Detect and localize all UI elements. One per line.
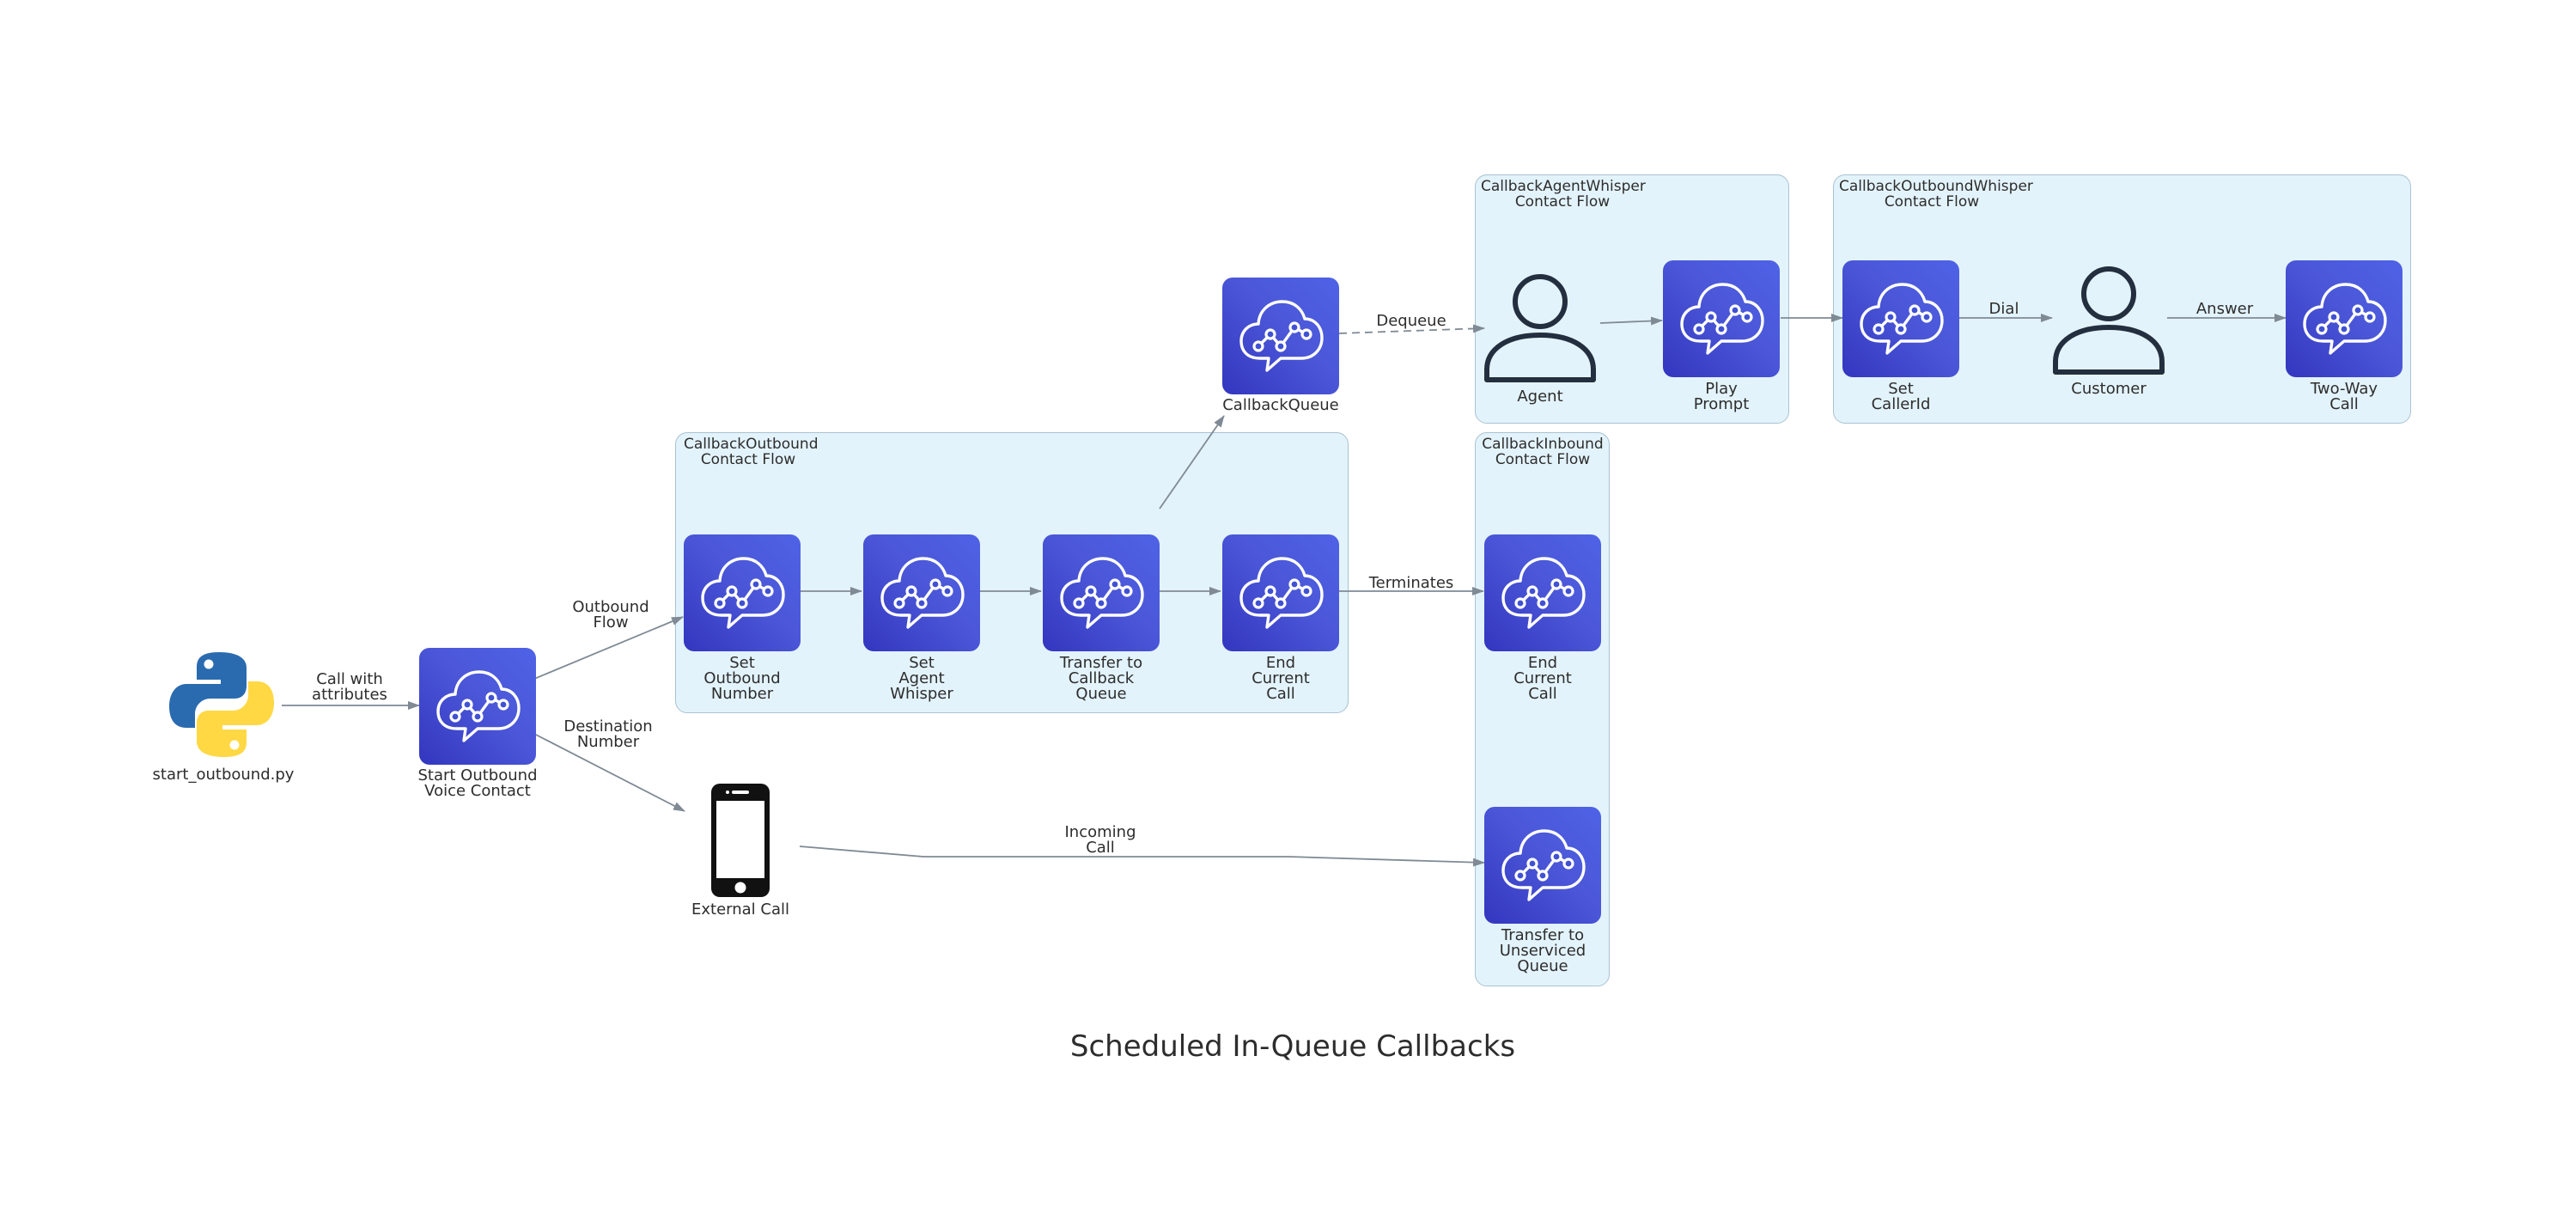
node-label-set-agent-whisper: Set Agent Whisper	[890, 654, 953, 703]
phone-icon	[709, 782, 771, 899]
node-label-two-way-call: Two-Way Call	[2310, 380, 2378, 413]
connect-icon	[1842, 260, 1959, 377]
connect-icon	[1663, 260, 1780, 377]
edge-label-terminates: Terminates	[1368, 574, 1454, 592]
edge-start-to-external-call	[533, 733, 685, 812]
connect-icon	[1043, 534, 1160, 651]
edge-label-incoming-call: Incoming Call	[1064, 823, 1136, 857]
cluster-label-callback-agent-whisper: CallbackAgentWhisper Contact Flow	[1481, 178, 1646, 211]
node-label-start-outbound: Start Outbound Voice Contact	[417, 766, 538, 800]
edge-label-outbound-flow: Outbound Flow	[572, 598, 649, 632]
user-icon	[1482, 268, 1599, 385]
connect-icon	[2286, 260, 2402, 377]
connect-icon	[1222, 278, 1339, 394]
node-label-external-call: External Call	[691, 900, 789, 919]
connect-icon	[863, 534, 980, 651]
edge-label-destination-number: Destination Number	[563, 717, 653, 751]
node-label-customer: Customer	[2071, 380, 2147, 398]
python-icon	[166, 649, 277, 760]
node-label-transfer-callback-queue: Transfer to Callback Queue	[1059, 654, 1143, 703]
edge-agent-to-play-prompt	[1599, 316, 1663, 326]
connect-icon	[1222, 534, 1339, 651]
node-label-play-prompt: Play Prompt	[1693, 380, 1750, 413]
edge-label-call-with-attributes: Call with attributes	[312, 670, 387, 704]
node-label-set-outbound-number: Set Outbound Number	[703, 654, 781, 703]
cluster-label-callback-outbound: CallbackOutbound Contact Flow	[684, 436, 819, 468]
connect-icon	[419, 648, 536, 765]
connect-icon	[684, 534, 801, 651]
node-label-set-callerid: Set CallerId	[1871, 380, 1931, 413]
connect-icon	[1484, 534, 1601, 651]
diagram-title: Scheduled In-Queue Callbacks	[1069, 1029, 1516, 1064]
user-icon	[2050, 260, 2167, 377]
node-label-agent: Agent	[1517, 388, 1563, 406]
edge-start-to-set-outbound	[533, 616, 684, 680]
edge-label-dequeue: Dequeue	[1376, 312, 1446, 330]
edge-transfer-to-callback-queue	[1159, 415, 1225, 510]
cluster-label-callback-inbound: CallbackInbound Contact Flow	[1482, 436, 1604, 468]
edge-label-answer: Answer	[2195, 300, 2254, 318]
edge-dequeue	[1338, 324, 1485, 334]
node-label-script: start_outbound.py	[152, 766, 295, 784]
node-label-end-current-call-inbound: End Current Call	[1513, 654, 1572, 703]
connect-icon	[1484, 807, 1601, 924]
edge-incoming-call	[799, 845, 1485, 867]
node-label-transfer-unserviced: Transfer to Unserviced Queue	[1499, 926, 1586, 975]
edge-label-dial: Dial	[1988, 300, 2019, 318]
node-label-end-current-call-outbound: End Current Call	[1251, 654, 1310, 703]
node-label-callback-queue: CallbackQueue	[1222, 396, 1339, 414]
cluster-label-callback-outbound-whisper: CallbackOutboundWhisper Contact Flow	[1839, 178, 2033, 211]
